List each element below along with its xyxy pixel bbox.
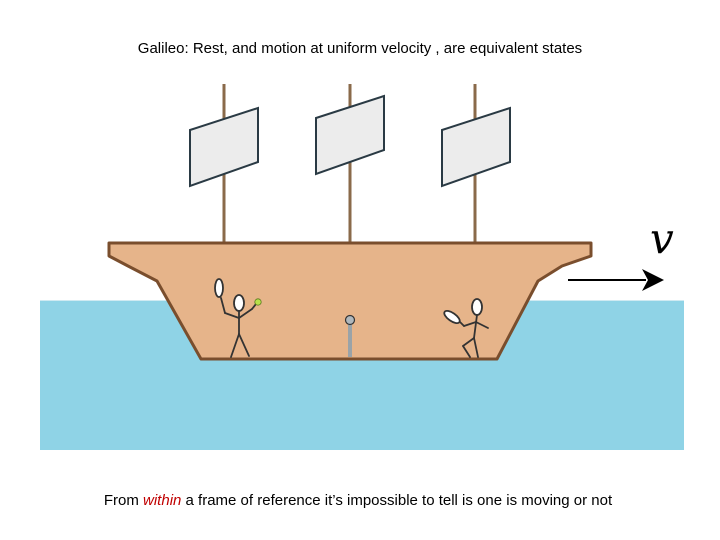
left-racket-icon bbox=[214, 278, 224, 298]
left-player-figure bbox=[214, 278, 257, 358]
left-player-head bbox=[233, 294, 245, 312]
dropped-ball-post bbox=[344, 314, 356, 357]
caption-after: a frame of reference it’s impossible to … bbox=[181, 492, 613, 509]
sail-center bbox=[315, 94, 385, 176]
velocity-arrow-icon bbox=[568, 269, 664, 291]
right-player-head bbox=[471, 298, 483, 316]
ship-hull bbox=[107, 241, 593, 361]
right-racket-icon bbox=[443, 309, 461, 325]
left-racket-handle bbox=[220, 297, 226, 314]
velocity-label: v bbox=[650, 214, 674, 263]
right-player-figure bbox=[443, 298, 489, 358]
slide-title: Galileo: Rest, and motion at uniform vel… bbox=[137, 40, 583, 57]
post bbox=[348, 324, 352, 357]
sails bbox=[189, 94, 511, 188]
dropped-ball-icon bbox=[344, 314, 356, 326]
caption: From within a frame of reference it’s im… bbox=[0, 492, 716, 509]
caption-highlight: within bbox=[143, 492, 182, 509]
tennis-ball-icon bbox=[254, 298, 262, 306]
sail-right bbox=[441, 106, 511, 188]
caption-before: From bbox=[103, 492, 144, 509]
sail-left bbox=[189, 106, 259, 188]
